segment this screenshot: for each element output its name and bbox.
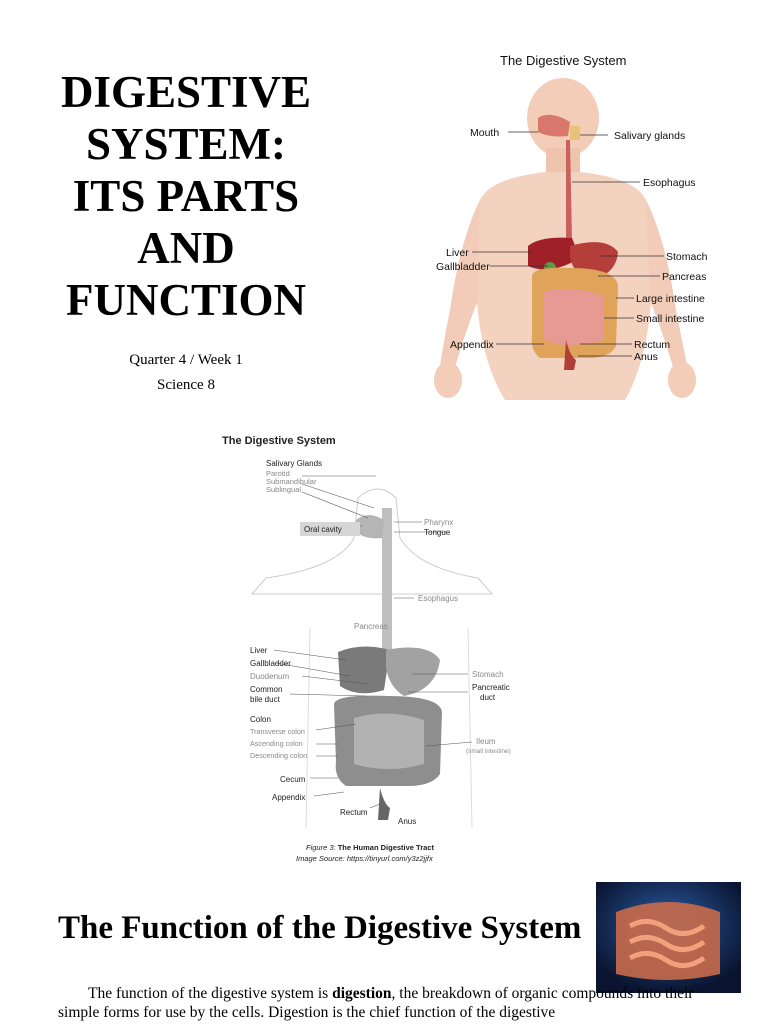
organs xyxy=(528,114,618,370)
label-common-bile-duct: bile duct xyxy=(250,695,281,704)
document-title: DIGESTIVE SYSTEM: ITS PARTS AND FUNCTION xyxy=(40,66,332,326)
label-small-intestine: (small intestine) xyxy=(466,748,511,755)
label-duodenum: Duodenum xyxy=(250,672,289,681)
label-pancreas: Pancreas xyxy=(354,622,388,631)
title-line: DIGESTIVE xyxy=(60,67,312,117)
label-gallbladder: Gallbladder xyxy=(436,261,490,273)
caption-prefix: Figure 3: xyxy=(306,843,338,852)
label-parotid: Parotid xyxy=(266,469,290,478)
title-line: AND xyxy=(137,223,235,273)
body-paragraph: The function of the digestive system is … xyxy=(58,984,708,1022)
label-descending-colon: Descending colon xyxy=(250,751,307,760)
title-line: SYSTEM: xyxy=(85,119,287,169)
paragraph-end: , the breakdown of organic compounds int… xyxy=(58,985,694,1021)
label-liver: Liver xyxy=(250,646,268,655)
label-pancreas: Pancreas xyxy=(662,271,706,283)
label-pancreatic-duct: duct xyxy=(480,693,496,702)
label-esophagus: Esophagus xyxy=(643,177,696,189)
leader-lines xyxy=(472,131,664,357)
label-mouth: Mouth xyxy=(470,127,499,139)
label-submandibular: Submandibular xyxy=(266,477,317,486)
label-stomach: Stomach xyxy=(666,251,708,263)
label-sublingual: Sublingual xyxy=(266,485,301,494)
title-line: ITS PARTS xyxy=(72,171,300,221)
label-salivary-glands: Salivary Glands xyxy=(266,459,322,468)
intestine-thumbnail xyxy=(596,882,741,993)
figure1-heading: The Digestive System xyxy=(500,53,626,68)
label-transverse-colon: Transverse colon xyxy=(250,727,305,736)
label-common-bile-duct: Common xyxy=(250,685,282,694)
label-liver: Liver xyxy=(446,247,469,259)
section-heading: The Function of the Digestive System xyxy=(58,910,582,946)
figure-caption: Figure 3: The Human Digestive Tract xyxy=(306,843,434,852)
label-anus: Anus xyxy=(398,817,416,826)
digestive-illustration-color: The Digestive System Mouth Sa xyxy=(434,53,708,400)
figure2-heading: The Digestive System xyxy=(222,435,336,447)
digestive-tract-diagram: The Digestive System Salivary Glands xyxy=(222,435,511,863)
title-block: DIGESTIVE SYSTEM: ITS PARTS AND FUNCTION… xyxy=(40,66,332,398)
label-rectum: Rectum xyxy=(634,339,670,351)
label-oral-cavity: Oral cavity xyxy=(304,525,342,534)
leader-lines-2 xyxy=(273,475,473,809)
tract-outline xyxy=(250,488,494,829)
label-colon: Colon xyxy=(250,715,271,724)
subject: Science 8 xyxy=(157,377,215,393)
label-pharynx: Pharynx xyxy=(424,518,453,527)
label-tongue: Tongue xyxy=(424,528,451,537)
label-stomach: Stomach xyxy=(472,670,504,679)
label-small-intestine: Small intestine xyxy=(636,313,704,325)
intestine-image xyxy=(596,882,741,993)
label-anus: Anus xyxy=(634,351,658,363)
label-gallbladder: Gallbladder xyxy=(250,659,291,668)
title-line: FUNCTION xyxy=(65,275,306,325)
label-esophagus: Esophagus xyxy=(418,594,458,603)
quarter-week: Quarter 4 / Week 1 xyxy=(129,352,243,368)
label-large-intestine: Large intestine xyxy=(636,293,705,305)
paragraph-start: The function of the digestive system is xyxy=(88,985,333,1002)
image-source: Image Source: https://tinyurl.com/y3z2jj… xyxy=(296,854,433,863)
label-salivary-glands: Salivary glands xyxy=(614,130,685,142)
label-appendix: Appendix xyxy=(272,793,305,802)
label-appendix: Appendix xyxy=(450,339,495,351)
paragraph-term: digestion xyxy=(332,985,392,1002)
label-ileum: Ileum xyxy=(476,737,496,746)
label-pancreatic-duct: Pancreatic xyxy=(472,683,510,692)
label-rectum: Rectum xyxy=(340,808,368,817)
oral-cavity-highlight xyxy=(300,522,360,536)
caption-title: The Human Digestive Tract xyxy=(338,843,435,852)
label-ascending-colon: Ascending colon xyxy=(250,739,303,748)
label-cecum: Cecum xyxy=(280,775,306,784)
